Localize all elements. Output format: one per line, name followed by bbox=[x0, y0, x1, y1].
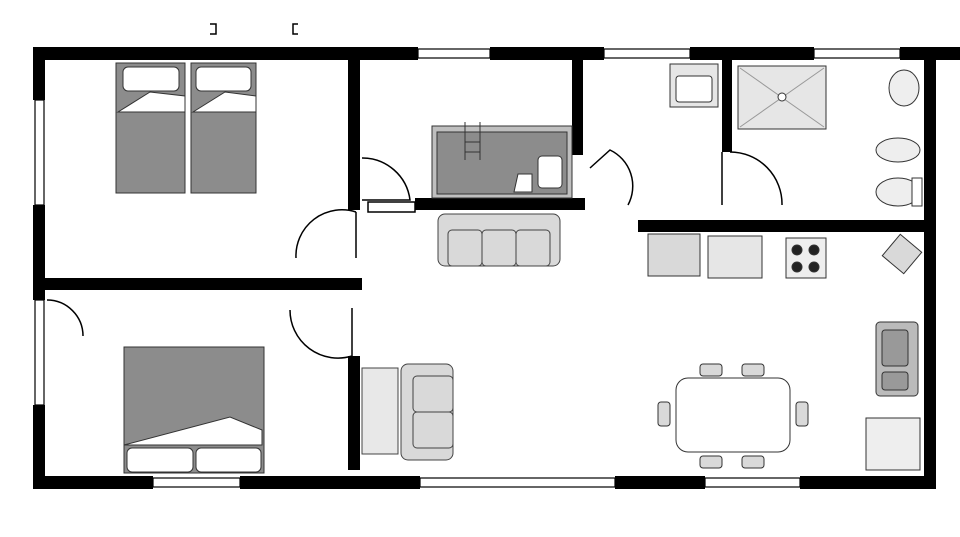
wall-interior bbox=[722, 60, 732, 152]
window bbox=[603, 48, 691, 59]
door-swing bbox=[295, 209, 357, 259]
wall-right bbox=[924, 47, 936, 489]
bathroom-fixtures bbox=[669, 63, 923, 207]
wall-interior bbox=[415, 198, 585, 210]
washing-machine bbox=[865, 417, 921, 471]
window bbox=[704, 477, 801, 488]
dining-set bbox=[657, 363, 809, 469]
door-panel bbox=[367, 201, 416, 213]
wall-interior bbox=[348, 356, 360, 470]
double-bed bbox=[123, 346, 265, 474]
wall-bottom bbox=[240, 476, 420, 489]
twin-beds bbox=[115, 62, 257, 194]
sliding-door bbox=[419, 477, 616, 488]
wall-interior bbox=[572, 60, 583, 155]
wall-interior bbox=[348, 60, 360, 210]
hob bbox=[785, 237, 827, 279]
counter bbox=[707, 235, 763, 279]
door-swing bbox=[46, 299, 84, 337]
wall-bottom bbox=[33, 476, 153, 489]
wall-bottom bbox=[800, 476, 936, 489]
door-swing bbox=[289, 308, 353, 359]
wall-top bbox=[490, 47, 604, 60]
bidet bbox=[875, 137, 921, 163]
walls bbox=[33, 47, 960, 489]
windows bbox=[34, 48, 901, 488]
wall-interior bbox=[45, 278, 362, 290]
window bbox=[152, 477, 241, 488]
door-swing bbox=[361, 157, 411, 201]
marker bbox=[292, 23, 298, 35]
door-swing bbox=[721, 151, 783, 206]
wall-left bbox=[33, 47, 45, 100]
door-swing bbox=[589, 149, 634, 206]
wall-left bbox=[33, 205, 45, 300]
washbasin bbox=[888, 69, 920, 107]
dining-table bbox=[675, 377, 791, 453]
doors bbox=[46, 149, 783, 359]
bunk-bed bbox=[431, 122, 573, 199]
marker bbox=[210, 23, 217, 35]
window bbox=[34, 299, 45, 406]
wall-interior bbox=[638, 220, 936, 232]
appliance bbox=[881, 233, 923, 275]
sofa-top bbox=[437, 213, 561, 267]
wall-top bbox=[690, 47, 814, 60]
armchair-unit bbox=[361, 363, 454, 461]
wall-top bbox=[33, 47, 418, 60]
wall-left bbox=[33, 405, 45, 489]
counter bbox=[647, 233, 701, 277]
wall-bottom bbox=[615, 476, 705, 489]
window bbox=[34, 99, 45, 206]
kitchen-fixtures bbox=[647, 233, 923, 471]
window bbox=[417, 48, 491, 59]
window bbox=[813, 48, 901, 59]
